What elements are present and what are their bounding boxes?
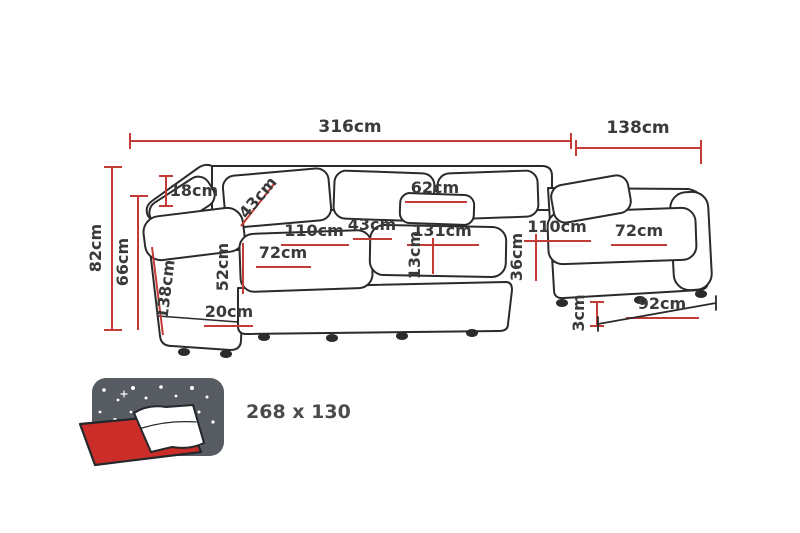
label-right-seat-width: 72cm bbox=[615, 221, 663, 240]
sofa-foot bbox=[466, 329, 478, 337]
right-chaise-pillow bbox=[550, 174, 632, 224]
dim-total-width-line bbox=[129, 133, 572, 149]
sofa-foot bbox=[634, 296, 646, 304]
dim-seat-back-height-line bbox=[130, 195, 148, 330]
sofa-foot bbox=[178, 348, 190, 356]
label-right-seat-depth: 110cm bbox=[527, 217, 587, 236]
label-seat-back-height: 66cm bbox=[113, 238, 132, 286]
dim-right-section-width-line bbox=[575, 140, 702, 164]
left-armrest bbox=[142, 206, 246, 262]
label-armrest-height: 52cm bbox=[213, 243, 232, 291]
label-right-section-width: 138cm bbox=[606, 118, 669, 138]
middle-seat-cushion bbox=[368, 224, 508, 278]
label-left-seat-depth: 110cm bbox=[284, 221, 344, 240]
duvet-fold-line bbox=[141, 420, 197, 429]
label-total-width: 316cm bbox=[318, 117, 381, 137]
label-total-height: 82cm bbox=[86, 224, 105, 272]
label-middle-seat-height: 13cm bbox=[405, 231, 424, 279]
left-chaise-front-crease bbox=[157, 315, 239, 323]
label-middle-seat-width: 131cm bbox=[412, 221, 472, 240]
dim-armrest-top-line bbox=[159, 175, 173, 207]
seat-front-panel bbox=[237, 281, 513, 335]
sofa-foot bbox=[258, 333, 270, 341]
label-middle-gap-width: 43cm bbox=[348, 215, 396, 234]
sofa-foot bbox=[326, 334, 338, 342]
dimension-lines bbox=[104, 133, 717, 336]
floor-measure-line bbox=[597, 295, 717, 332]
label-left-seat-width: 72cm bbox=[259, 243, 307, 262]
label-corner-height: 36cm bbox=[507, 233, 526, 281]
back-cushion-left bbox=[221, 167, 333, 229]
sofa-foot bbox=[396, 332, 408, 340]
dimension-labels: 316cm 138cm 82cm 66cm 18cm 43cm 62cm 110… bbox=[86, 117, 686, 332]
dim-left-chaise-length-line bbox=[151, 246, 164, 336]
sofa-foot bbox=[695, 290, 707, 298]
label-armrest-top-width: 18cm bbox=[170, 181, 218, 200]
duvet-shape bbox=[133, 404, 205, 453]
dim-total-height-line bbox=[104, 166, 122, 331]
sleeping-area-label: 268 x 130 bbox=[246, 401, 351, 423]
sofa-bed-icon: 268 x 130 bbox=[78, 378, 351, 467]
label-foot-height: 3cm bbox=[569, 294, 588, 331]
label-small-cushion-width: 62cm bbox=[411, 178, 459, 197]
sofa-drawing bbox=[142, 163, 713, 358]
dim-back-cushion-line bbox=[240, 183, 275, 227]
sofa-foot bbox=[556, 299, 568, 307]
label-base-height: 20cm bbox=[205, 302, 253, 321]
sofa-foot bbox=[220, 350, 232, 358]
dim-foot-height-line bbox=[590, 301, 604, 327]
label-right-chaise-front-width: 92cm bbox=[638, 294, 686, 313]
